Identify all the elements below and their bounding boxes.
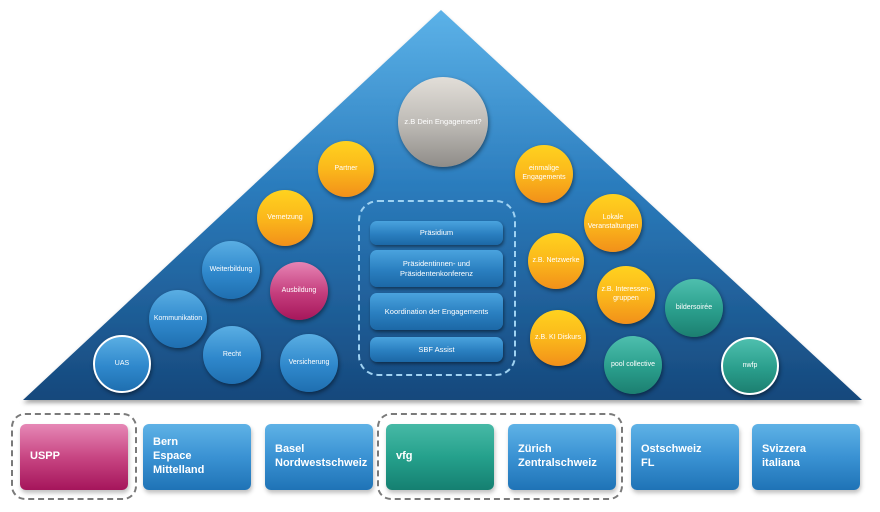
core-item-sbf-assist[interactable]: SBF Assist xyxy=(370,337,503,362)
circle-label: z.B. Interessen-gruppen xyxy=(601,286,651,302)
circle-label: z.B. Netzwerke xyxy=(532,256,580,264)
circle-weiterbildung[interactable]: Weiterbildung xyxy=(202,241,260,299)
circle-vernetzung[interactable]: Vernetzung xyxy=(257,190,313,246)
circle-netzwerke[interactable]: z.B. Netzwerke xyxy=(528,233,584,289)
core-item-label: Präsidentinnen- und Präsidentenkonferenz xyxy=(400,258,473,278)
circle-label: Versicherung xyxy=(288,358,330,366)
circle-partner[interactable]: Partner xyxy=(318,141,374,197)
group-outline-vfg-zuerich xyxy=(377,413,623,500)
circle-versicherung[interactable]: Versicherung xyxy=(280,334,338,392)
circle-label: Partner xyxy=(334,164,358,172)
circle-label: einmalige Engagements xyxy=(522,165,566,181)
region-line1: Svizzera xyxy=(762,443,807,456)
circle-label: Ausbildung xyxy=(281,286,317,294)
region-vfg[interactable]: vfg xyxy=(386,424,494,490)
region-line1: Bern xyxy=(153,436,179,449)
region-line2: Espace Mittelland xyxy=(153,450,205,476)
apex-circle[interactable]: z.B Dein Engagement? xyxy=(398,77,488,167)
region-line1: Basel xyxy=(275,443,305,456)
circle-recht[interactable]: Recht xyxy=(203,326,261,384)
circle-label: nwfp xyxy=(742,361,758,369)
circle-interessengruppen[interactable]: z.B. Interessen-gruppen xyxy=(597,266,655,324)
region-line2: Zentralschweiz xyxy=(518,457,597,469)
circle-ki-diskurs[interactable]: z.B. KI Diskurs xyxy=(530,310,586,366)
circle-kommunikation[interactable]: Kommunikation xyxy=(149,290,207,348)
core-item-konferenz[interactable]: Präsidentinnen- und Präsidentenkonferenz xyxy=(370,250,503,287)
circle-label: Lokale Veranstaltungen xyxy=(587,214,639,230)
circle-label: Recht xyxy=(222,350,242,358)
region-bern[interactable]: Bern Espace Mittelland xyxy=(143,424,251,490)
core-item-koordination[interactable]: Koordination der Engagements xyxy=(370,293,503,330)
circle-uas[interactable]: UAS xyxy=(93,335,151,393)
region-line2: Nordwestschweiz xyxy=(275,457,368,469)
region-line1: USPP xyxy=(30,450,60,463)
group-outline-uspp xyxy=(11,413,137,500)
circle-label: z.B. KI Diskurs xyxy=(535,333,581,341)
circle-label: bildersoirée xyxy=(675,303,713,311)
circle-nwfp[interactable]: nwfp xyxy=(721,337,779,395)
circle-label: Kommunikation xyxy=(153,314,203,322)
region-zuerich[interactable]: Zürich Zentralschweiz xyxy=(508,424,616,490)
circle-label: Weiterbildung xyxy=(209,265,253,273)
region-ostschweiz[interactable]: Ostschweiz FL xyxy=(631,424,739,490)
region-line2: italiana xyxy=(762,457,800,469)
region-line1: Ostschweiz xyxy=(641,443,702,456)
region-basel[interactable]: Basel Nordwestschweiz xyxy=(265,424,373,490)
core-item-label: Präsidium xyxy=(419,228,454,238)
region-line1: Zürich xyxy=(518,443,552,456)
core-item-label: SBF Assist xyxy=(418,344,455,354)
region-svizzera-italiana[interactable]: Svizzera italiana xyxy=(752,424,860,490)
circle-einmalige-engagements[interactable]: einmalige Engagements xyxy=(515,145,573,203)
core-item-label: Koordination der Engagements xyxy=(384,306,489,316)
circle-lokale-veranstaltungen[interactable]: Lokale Veranstaltungen xyxy=(584,194,642,252)
core-group-outline xyxy=(358,200,516,376)
circle-label: Vernetzung xyxy=(267,213,303,221)
core-item-praesidium[interactable]: Präsidium xyxy=(370,221,503,245)
circle-label: pool collective xyxy=(611,360,655,368)
apex-label: z.B Dein Engagement? xyxy=(404,117,482,127)
circle-bildersoiree[interactable]: bildersoirée xyxy=(665,279,723,337)
circle-label: UAS xyxy=(114,359,130,367)
region-uspp[interactable]: USPP xyxy=(20,424,128,490)
region-line1: vfg xyxy=(396,450,413,463)
circle-ausbildung[interactable]: Ausbildung xyxy=(270,262,328,320)
region-line2: FL xyxy=(641,457,655,469)
circle-pool-collective[interactable]: pool collective xyxy=(604,336,662,394)
